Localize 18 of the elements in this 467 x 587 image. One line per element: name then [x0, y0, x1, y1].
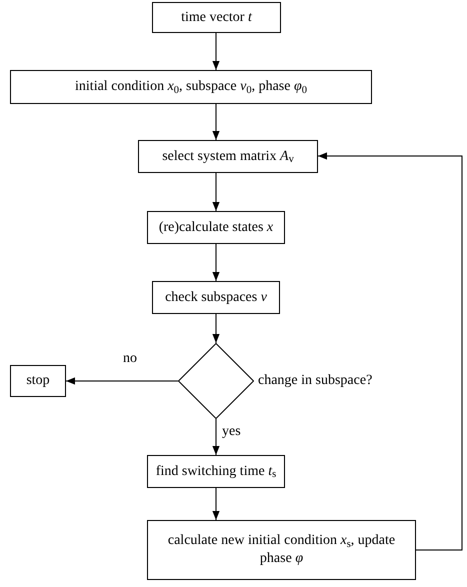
process-box: check subspaces v — [152, 281, 280, 314]
process-box: time vector t — [152, 2, 281, 33]
arrow — [212, 32, 220, 70]
process-box: (re)calculate states x — [147, 211, 285, 244]
arrow — [212, 172, 220, 212]
decision-question: change in subspace? — [258, 372, 372, 390]
process-box: select system matrix A$_{v}$ — [138, 140, 318, 173]
process-box: initial condition x$_{0}$, subspace v$_{0}$, phase φ$_{0}$ — [10, 70, 372, 104]
process-box: calculate new initial condition x$_{s}$, update phase φ — [147, 520, 416, 580]
arrow — [318, 152, 462, 550]
process-box: stop — [10, 365, 66, 397]
process-box: find switching time t$_{s}$ — [147, 455, 285, 488]
arrow — [212, 244, 220, 282]
arrow — [212, 104, 220, 140]
arrow — [212, 488, 220, 520]
arrow — [212, 314, 220, 344]
arrow — [212, 418, 220, 456]
arrow — [66, 377, 178, 385]
